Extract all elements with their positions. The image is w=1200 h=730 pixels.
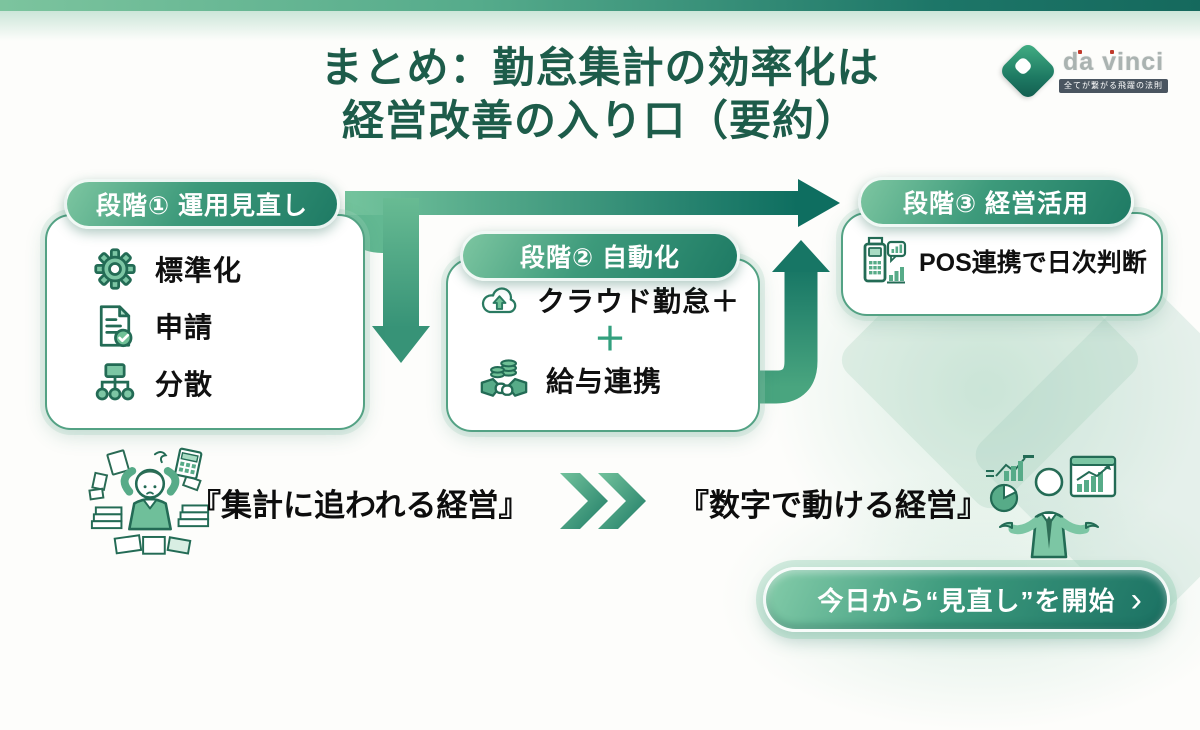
stage2-card: 段階② 自動化 クラウド勤怠＋ ＋: [446, 231, 760, 432]
quote-before: 『集計に追われる経営』: [190, 488, 530, 523]
stage2-box: [446, 258, 760, 432]
list-item-label: クラウド勤怠＋: [536, 286, 740, 317]
pos-terminal-icon: [863, 236, 907, 284]
cta-label: 今日から“見直し”を開始: [817, 586, 1116, 616]
stage1-card: 段階① 運用見直し 標準化: [45, 179, 365, 430]
presenter-person-icon: [986, 455, 1117, 559]
logo-dot: [1110, 50, 1114, 54]
list-item-pos-link: POS連携で日次判断: [855, 235, 1147, 287]
list-item-cloud-attendance: クラウド勤怠＋: [480, 279, 740, 321]
logo-dot: [1078, 50, 1082, 54]
slide: まとめ：勤怠集計の効率化は 経営改善の入り口（要約） da vinci 全てが繋…: [0, 0, 1200, 670]
stage1-header: 段階① 運用見直し: [64, 179, 340, 229]
list-item-distributed: 分散: [93, 361, 242, 405]
page-title: まとめ：勤怠集計の効率化は 経営改善の入り口（要約）: [0, 42, 1200, 147]
arrow-stage1-to-stage3: [345, 179, 840, 227]
logo-diamond-icon: [998, 40, 1058, 101]
list-item-request: 申請: [93, 304, 242, 348]
stage2-header: 段階② 自動化: [460, 231, 740, 281]
quote-after: 『数字で動ける経営』: [678, 488, 988, 523]
list-item-label: 給与連携: [546, 366, 663, 397]
list-item-standardize: 標準化: [93, 247, 242, 291]
stage3-header: 段階③ 経営活用: [858, 177, 1134, 227]
top-accent-bar: [0, 0, 1200, 41]
stage3-box: [841, 212, 1163, 316]
list-item-label: 申請: [155, 312, 214, 343]
logo-tagline: 全てが繋がる飛躍の法則: [1059, 79, 1168, 93]
stressed-person-icon: [88, 447, 210, 555]
logo: da vinci 全てが繋がる飛躍の法則: [998, 40, 1168, 101]
page-title-line2: 経営改善の入り口（要約）: [341, 96, 858, 144]
page-title-line1: まとめ：勤怠集計の効率化は: [320, 44, 880, 91]
list-item-label: POS連携で日次判断: [919, 249, 1147, 277]
gear-icon: [94, 248, 136, 290]
cloud-upload-icon: [481, 287, 517, 314]
stage3-card: 段階③ 経営活用: [841, 177, 1163, 316]
handshake-coins-icon: [480, 359, 528, 397]
org-chart-icon: [95, 363, 135, 401]
list-item-label: 分散: [155, 369, 214, 400]
list-item-payroll-link: 給与連携: [480, 357, 740, 403]
double-chevron-icon: [560, 473, 646, 529]
document-check-icon: [99, 305, 133, 348]
cta-button[interactable]: 今日から“見直し”を開始 ›: [763, 567, 1170, 632]
plus-connector: ＋: [593, 321, 626, 357]
chevron-right-icon: ›: [1130, 580, 1143, 619]
list-item-label: 標準化: [155, 255, 243, 286]
